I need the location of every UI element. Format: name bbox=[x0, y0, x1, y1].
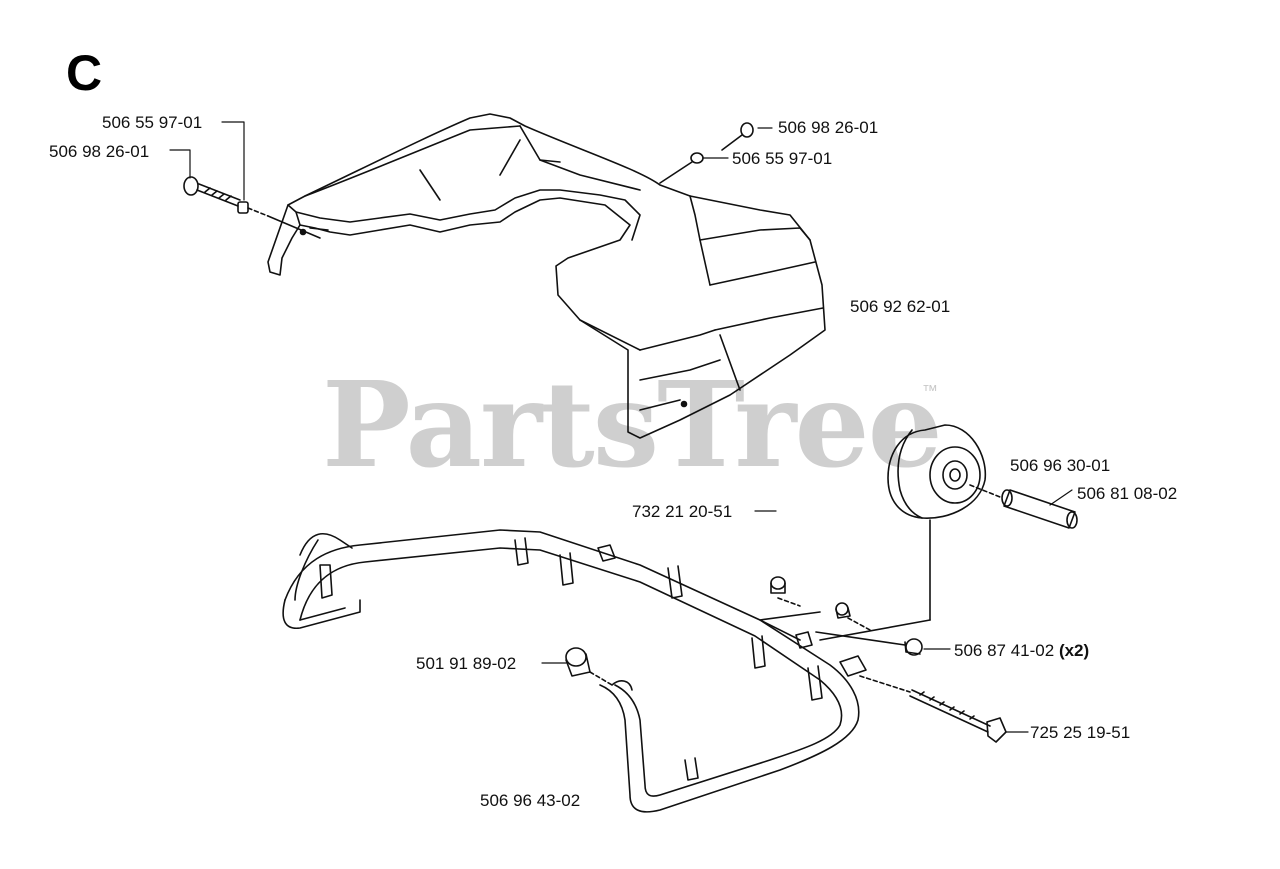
label-spacer-number: 506 87 41-02 bbox=[954, 641, 1055, 660]
label-frame-assembly: 732 21 20-51 bbox=[632, 502, 733, 521]
section-letter: C bbox=[66, 45, 103, 101]
label-washer-right: 506 55 97-01 bbox=[732, 149, 833, 168]
leader-lines bbox=[169, 121, 1073, 733]
label-washer-left: 506 55 97-01 bbox=[102, 113, 203, 132]
bushing-part bbox=[565, 647, 613, 686]
label-bolt: 725 25 19-51 bbox=[1030, 723, 1131, 742]
frame-bar-part bbox=[282, 529, 867, 813]
bolt-part bbox=[859, 675, 1007, 743]
label-cover: 506 92 62-01 bbox=[850, 297, 951, 316]
watermark: PartsTree bbox=[322, 355, 943, 494]
label-screw-right: 506 98 26-01 bbox=[778, 118, 879, 137]
axle-part bbox=[969, 484, 1078, 529]
cover-part bbox=[267, 113, 826, 439]
label-axle: 506 81 08-02 bbox=[1077, 484, 1178, 503]
label-bushing: 501 91 89-02 bbox=[416, 654, 517, 673]
label-screw-left: 506 98 26-01 bbox=[49, 142, 150, 161]
label-guard-bar: 506 96 43-02 bbox=[480, 791, 581, 810]
left-screw-washer bbox=[183, 176, 321, 239]
label-wheel: 506 96 30-01 bbox=[1010, 456, 1111, 475]
wheel-part bbox=[819, 424, 987, 641]
spacer-parts bbox=[759, 576, 923, 656]
trademark-mark: ™ bbox=[922, 383, 938, 400]
label-spacer-qty: (x2) bbox=[1058, 641, 1090, 660]
label-spacer: 506 87 41-02 (x2) bbox=[954, 642, 1089, 659]
